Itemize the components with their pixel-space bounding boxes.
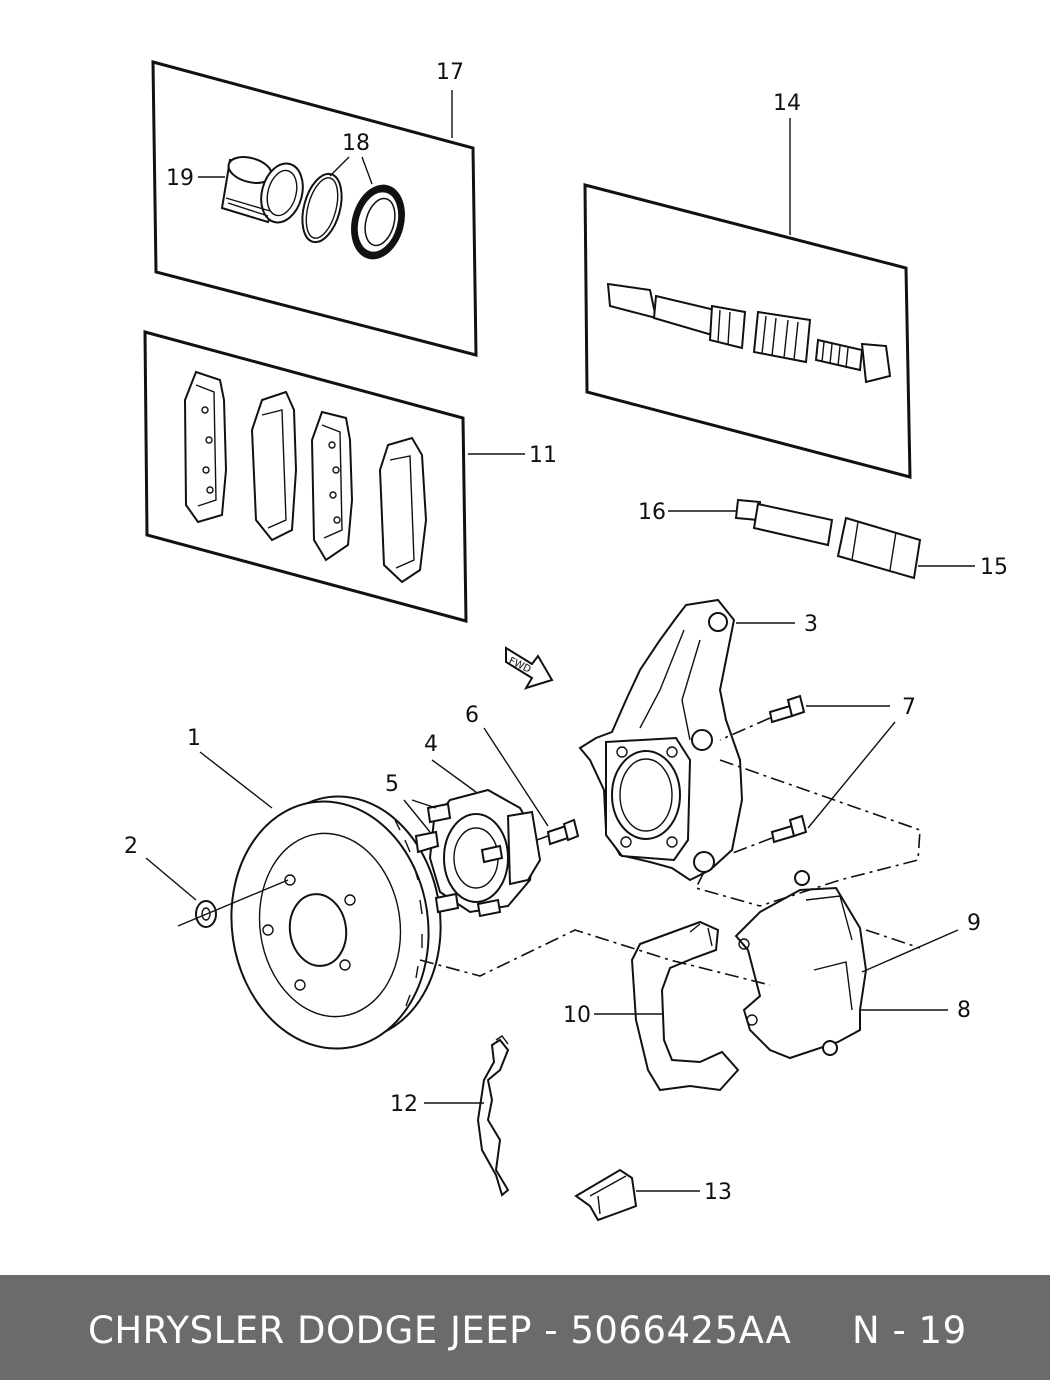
callout-19: 19 [166,166,194,191]
bolt-7-upper [719,694,890,741]
guide-pin-bolt [814,338,892,384]
anti-rattle-clip [424,1035,510,1197]
guide-pin-bushing [752,310,812,364]
bolt-7-lower [729,721,896,855]
forward-arrow-label: FWD [507,656,533,676]
callout-3: 3 [804,612,818,637]
callout-5: 5 [385,772,399,797]
brake-pad-4 [378,436,428,584]
centerline-knuckle-caliper [719,759,921,907]
caliper-bracket [594,920,740,1092]
callout-1: 1 [187,726,201,751]
callout-18: 18 [342,131,370,156]
centerline-caliper-right [865,929,921,949]
callout-9: 9 [967,911,981,936]
part-number-label: CHRYSLER DODGE JEEP - 5066425AA [88,1309,792,1352]
hub-bearing [403,759,542,918]
callout-7: 7 [902,695,916,720]
washer [145,857,289,928]
brake-rotor [199,751,442,1050]
pad-clip [574,1168,700,1222]
guide-pin-kit-panel [583,118,912,479]
brake-assembly-diagram: FWD [124,60,1008,1222]
page-label: N - 19 [852,1309,967,1352]
pad-kit-panel [143,330,525,623]
callout-12: 12 [390,1092,418,1117]
brake-pad-1 [183,370,228,524]
callout-15: 15 [980,555,1008,580]
brake-caliper [734,870,959,1060]
callout-13: 13 [704,1180,732,1205]
pin-and-sleeve [668,498,975,580]
seal-kit-panel [151,60,478,357]
centerline-knuckle-caliper-lower [694,871,761,907]
callout-11: 11 [529,443,557,468]
dust-boot [351,184,405,260]
part-number-footer: CHRYSLER DODGE JEEP - 5066425AA N - 19 [0,1275,1050,1380]
bolt-6 [483,727,580,847]
piston [220,156,304,224]
callout-17: 17 [436,60,464,85]
callout-10: 10 [563,1003,591,1028]
centerline-rotor-bracket [419,929,771,986]
guide-pin [606,282,747,350]
forward-arrow: FWD [505,646,554,690]
callout-16: 16 [638,500,666,525]
callout-8: 8 [957,998,971,1023]
callout-2: 2 [124,834,138,859]
steering-knuckle [578,598,795,882]
brake-pad-3 [310,410,354,562]
callout-14: 14 [773,91,801,116]
callout-4: 4 [424,732,438,757]
callout-6: 6 [465,703,479,728]
brake-pad-2 [250,390,298,542]
